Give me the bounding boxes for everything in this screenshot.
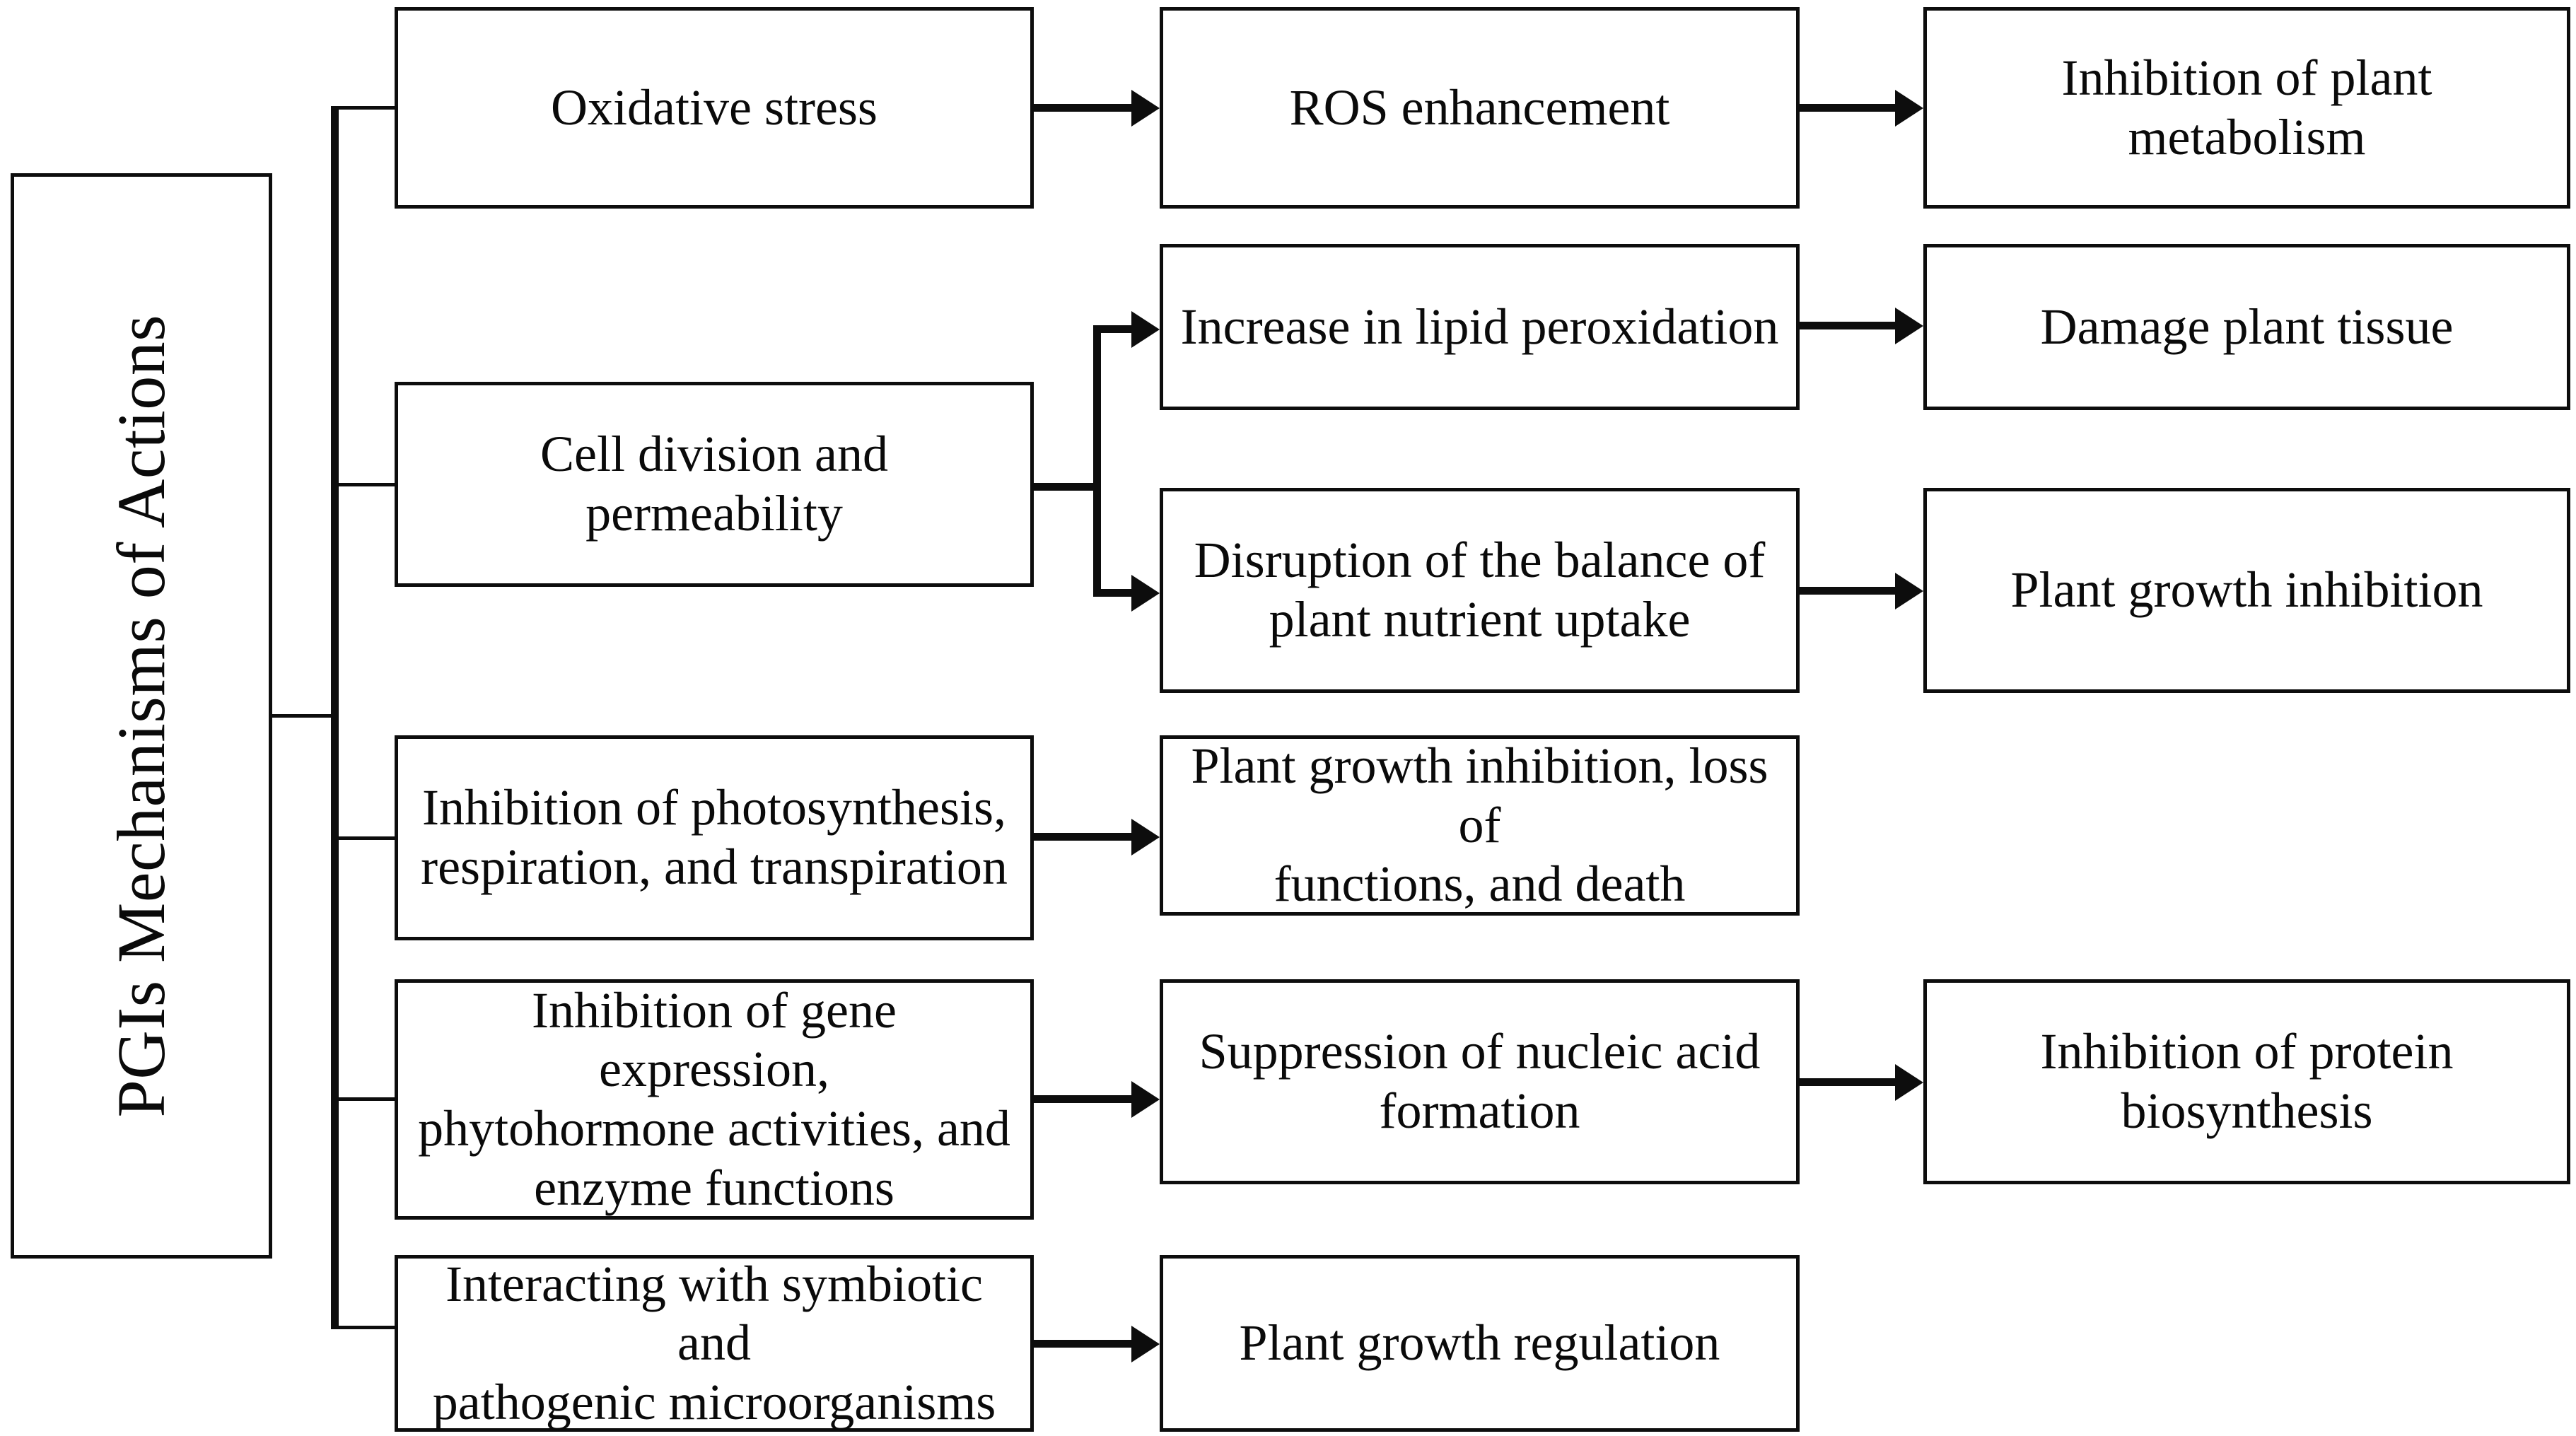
node-plant-growth-loss-death-label: Plant growth inhibition, loss of functio… — [1191, 737, 1768, 913]
root-node-pgis-mechanisms[interactable]: PGIs Mechanisms of Actions — [11, 173, 272, 1259]
node-oxidative-stress[interactable]: Oxidative stress — [395, 7, 1034, 209]
trunk-spine-vertical — [331, 106, 339, 1329]
node-cell-division-permeability-label: Cell division and permeability — [540, 426, 888, 542]
node-inhibition-photosynthesis[interactable]: Inhibition of photosynthesis, respiratio… — [395, 735, 1034, 940]
branch-stub-interacting — [331, 1326, 396, 1329]
node-plant-growth-inhibition[interactable]: Plant growth inhibition — [1923, 488, 2570, 693]
arrow-line-celldiv-to-lipid — [1093, 325, 1133, 333]
node-disruption-nutrient-uptake[interactable]: Disruption of the balance of plant nutri… — [1160, 488, 1800, 693]
arrow-head-celldiv-to-lipid — [1131, 311, 1160, 348]
arrow-line-disruption-to-growthinhib — [1800, 587, 1896, 595]
arrow-line-photosynthesis-to-growthloss — [1034, 833, 1133, 841]
split-riser-celldiv — [1093, 325, 1101, 593]
node-plant-growth-inhibition-label: Plant growth inhibition — [2010, 561, 2483, 619]
node-ros-enhancement-label: ROS enhancement — [1289, 78, 1670, 136]
node-plant-growth-regulation[interactable]: Plant growth regulation — [1160, 1255, 1800, 1432]
arrow-head-disruption-to-growthinhib — [1895, 573, 1923, 609]
node-damage-plant-tissue-label: Damage plant tissue — [2040, 298, 2454, 355]
arrow-line-gene-to-nucleic — [1034, 1095, 1133, 1103]
node-plant-growth-regulation-label: Plant growth regulation — [1239, 1314, 1720, 1372]
node-inhibition-plant-metabolism[interactable]: Inhibition of plant metabolism — [1923, 7, 2570, 209]
node-disruption-nutrient-uptake-label: Disruption of the balance of plant nutri… — [1194, 532, 1766, 648]
node-increase-lipid-peroxidation-label: Increase in lipid peroxidation — [1180, 298, 1779, 355]
node-inhibition-photosynthesis-label: Inhibition of photosynthesis, respiratio… — [421, 779, 1008, 895]
arrow-head-gene-to-nucleic — [1131, 1081, 1160, 1118]
node-inhibition-gene-expression[interactable]: Inhibition of gene expression, phytohorm… — [395, 979, 1034, 1220]
arrow-line-oxidative-to-ros — [1034, 104, 1133, 112]
arrow-line-lipid-to-damage — [1800, 322, 1896, 329]
node-ros-enhancement[interactable]: ROS enhancement — [1160, 7, 1800, 209]
branch-stub-oxidative — [331, 106, 396, 110]
branch-stub-gene-expression — [331, 1097, 396, 1101]
node-inhibition-protein-biosynthesis[interactable]: Inhibition of protein biosynthesis — [1923, 979, 2570, 1184]
node-suppression-nucleic-acid-label: Suppression of nucleic acid formation — [1199, 1023, 1761, 1139]
node-interacting-microorganisms-label: Interacting with symbiotic and pathogeni… — [432, 1255, 996, 1430]
arrow-line-interacting-to-regulation — [1034, 1340, 1133, 1348]
arrow-head-photosynthesis-to-growthloss — [1131, 819, 1160, 856]
node-inhibition-protein-biosynthesis-label: Inhibition of protein biosynthesis — [2040, 1023, 2454, 1139]
arrow-head-nucleic-to-protein — [1895, 1064, 1923, 1101]
trunk-stub-from-root — [272, 714, 336, 718]
node-plant-growth-loss-death[interactable]: Plant growth inhibition, loss of functio… — [1160, 735, 1800, 916]
node-inhibition-gene-expression-label: Inhibition of gene expression, phytohorm… — [418, 981, 1010, 1216]
root-node-label: PGIs Mechanisms of Actions — [103, 314, 180, 1118]
node-interacting-microorganisms[interactable]: Interacting with symbiotic and pathogeni… — [395, 1255, 1034, 1432]
split-line-celldiv-out — [1034, 483, 1097, 491]
arrow-head-lipid-to-damage — [1895, 308, 1923, 344]
branch-stub-cell-division — [331, 483, 396, 486]
arrow-line-nucleic-to-protein — [1800, 1078, 1896, 1086]
arrow-head-oxidative-to-ros — [1131, 90, 1160, 127]
node-inhibition-plant-metabolism-label: Inhibition of plant metabolism — [2061, 49, 2432, 165]
arrow-line-ros-to-metabolism — [1800, 104, 1896, 112]
node-damage-plant-tissue[interactable]: Damage plant tissue — [1923, 244, 2570, 410]
node-cell-division-permeability[interactable]: Cell division and permeability — [395, 382, 1034, 587]
node-oxidative-stress-label: Oxidative stress — [551, 78, 878, 136]
arrow-head-celldiv-to-disruption — [1131, 575, 1160, 612]
arrow-head-interacting-to-regulation — [1131, 1326, 1160, 1362]
arrow-line-celldiv-to-disruption — [1093, 589, 1133, 597]
node-increase-lipid-peroxidation[interactable]: Increase in lipid peroxidation — [1160, 244, 1800, 410]
node-suppression-nucleic-acid[interactable]: Suppression of nucleic acid formation — [1160, 979, 1800, 1184]
branch-stub-photosynthesis — [331, 836, 396, 840]
arrow-head-ros-to-metabolism — [1895, 90, 1923, 127]
